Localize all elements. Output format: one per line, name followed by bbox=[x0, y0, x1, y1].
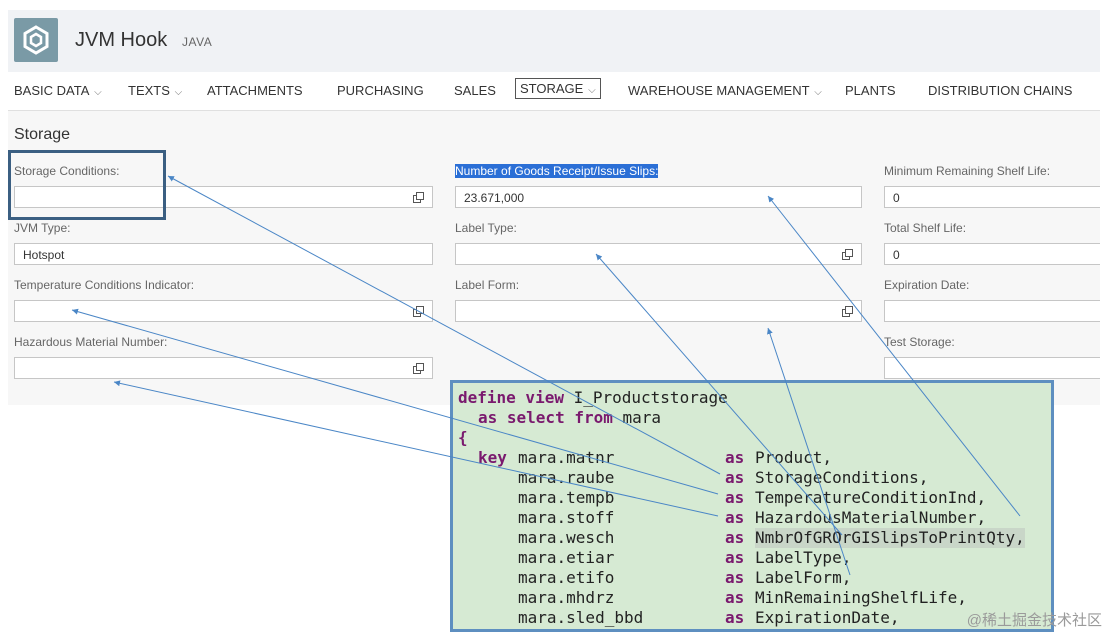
label-type-label: Label Type: bbox=[455, 221, 517, 235]
chevron-down-icon: ⌵ bbox=[811, 87, 822, 98]
value-help-icon[interactable] bbox=[842, 306, 853, 317]
jvm-type-label: JVM Type: bbox=[14, 221, 71, 235]
app-subtitle: JAVA bbox=[182, 35, 213, 49]
code-line-brace: { bbox=[458, 428, 468, 447]
code-row-left: mara.stoff bbox=[518, 508, 615, 527]
section-title: Storage bbox=[14, 126, 71, 143]
temperature-conditions-label: Temperature Conditions Indicator: bbox=[14, 278, 195, 292]
code-row-right: TemperatureConditionInd, bbox=[755, 488, 987, 507]
code-as-keyword: as bbox=[725, 528, 745, 547]
code-row-right: Product, bbox=[755, 448, 833, 467]
test-storage-label: Test Storage: bbox=[884, 335, 955, 349]
tab-plants[interactable]: PLANTS bbox=[845, 83, 896, 98]
code-as-keyword: as bbox=[725, 468, 745, 487]
code-key-keyword: key bbox=[478, 448, 507, 467]
label-form-label: Label Form: bbox=[455, 278, 520, 292]
code-as-keyword: as bbox=[725, 588, 745, 607]
code-row-left: mara.mhdrz bbox=[518, 588, 615, 607]
code-row-right: LabelForm, bbox=[755, 568, 852, 587]
tab-storage[interactable]: STORAGE ⌵ bbox=[515, 78, 601, 99]
code-row-right-selected: NmbrOfGROrGISlipsToPrintQty, bbox=[755, 528, 1025, 548]
value-help-icon[interactable] bbox=[413, 306, 424, 317]
expiration-date-input[interactable] bbox=[884, 300, 1100, 322]
chevron-down-icon: ⌵ bbox=[585, 85, 596, 96]
code-as-keyword: as bbox=[725, 548, 745, 567]
code-row-left: mara.wesch bbox=[518, 528, 615, 547]
code-as-keyword: as bbox=[725, 448, 745, 467]
code-row-right: HazardousMaterialNumber, bbox=[755, 508, 987, 527]
goods-receipt-slips-input[interactable]: 23.671,000 bbox=[455, 186, 862, 208]
code-row-left: mara.raube bbox=[518, 468, 615, 487]
code-as-keyword: as bbox=[725, 488, 745, 507]
value-help-icon[interactable] bbox=[413, 363, 424, 374]
temperature-conditions-input[interactable] bbox=[14, 300, 433, 322]
chevron-down-icon: ⌵ bbox=[91, 87, 102, 98]
code-row-right: MinRemainingShelfLife, bbox=[755, 588, 967, 607]
code-row-right: ExpirationDate, bbox=[755, 608, 900, 627]
tab-bar: BASIC DATA ⌵ TEXTS ⌵ ATTACHMENTS PURCHAS… bbox=[8, 72, 1100, 111]
min-shelf-life-input[interactable]: 0 bbox=[884, 186, 1100, 208]
min-shelf-life-label: Minimum Remaining Shelf Life: bbox=[884, 164, 1051, 178]
code-as-keyword: as bbox=[725, 508, 745, 527]
jvm-type-input[interactable]: Hotspot bbox=[14, 243, 433, 265]
hazardous-material-label: Hazardous Material Number: bbox=[14, 335, 168, 349]
total-shelf-life-input[interactable]: 0 bbox=[884, 243, 1100, 265]
code-as-keyword: as bbox=[725, 568, 745, 587]
tab-texts[interactable]: TEXTS ⌵ bbox=[128, 83, 183, 98]
tab-warehouse-management[interactable]: WAREHOUSE MANAGEMENT ⌵ bbox=[628, 83, 822, 98]
code-row-left: mara.matnr bbox=[518, 448, 615, 467]
code-row-left: mara.etiar bbox=[518, 548, 615, 567]
chevron-down-icon: ⌵ bbox=[171, 87, 183, 98]
app-title: JVM Hook bbox=[75, 29, 168, 51]
code-line-select: as select from mara bbox=[478, 408, 662, 427]
app-header: JVM Hook JAVA bbox=[8, 10, 1100, 72]
value-help-icon[interactable] bbox=[413, 192, 424, 203]
total-shelf-life-label: Total Shelf Life: bbox=[884, 221, 967, 235]
tab-distribution-chains[interactable]: DISTRIBUTION CHAINS bbox=[928, 83, 1073, 98]
cds-view-code-panel: define view I_Productstorage as select f… bbox=[450, 380, 1054, 632]
app-window: JVM Hook JAVA BASIC DATA ⌵ TEXTS ⌵ ATTAC… bbox=[8, 10, 1100, 405]
code-line-define: define view I_Productstorage bbox=[458, 388, 728, 407]
goods-receipt-slips-label: Number of Goods Receipt/Issue Slips: bbox=[455, 164, 659, 178]
code-row-right: StorageConditions, bbox=[755, 468, 929, 487]
expiration-date-label: Expiration Date: bbox=[884, 278, 970, 292]
storage-conditions-highlight bbox=[8, 150, 166, 220]
code-row-left: mara.sled_bbd bbox=[518, 608, 644, 627]
label-form-input[interactable] bbox=[455, 300, 862, 322]
value-help-icon[interactable] bbox=[842, 249, 853, 260]
test-storage-input[interactable] bbox=[884, 357, 1100, 379]
code-row-right: LabelType, bbox=[755, 548, 852, 567]
tab-purchasing[interactable]: PURCHASING bbox=[337, 83, 424, 98]
hazardous-material-input[interactable] bbox=[14, 357, 433, 379]
storage-conditions-label: Storage Conditions: bbox=[14, 164, 120, 178]
tab-sales[interactable]: SALES bbox=[454, 83, 496, 98]
app-logo-icon bbox=[14, 18, 58, 62]
tab-basic-data[interactable]: BASIC DATA ⌵ bbox=[14, 83, 102, 98]
code-as-keyword: as bbox=[725, 608, 745, 627]
label-type-input[interactable] bbox=[455, 243, 862, 265]
watermark: @稀土掘金技术社区 bbox=[966, 612, 1102, 629]
code-row-left: mara.tempb bbox=[518, 488, 615, 507]
code-row-left: mara.etifo bbox=[518, 568, 615, 587]
tab-attachments[interactable]: ATTACHMENTS bbox=[207, 83, 303, 98]
